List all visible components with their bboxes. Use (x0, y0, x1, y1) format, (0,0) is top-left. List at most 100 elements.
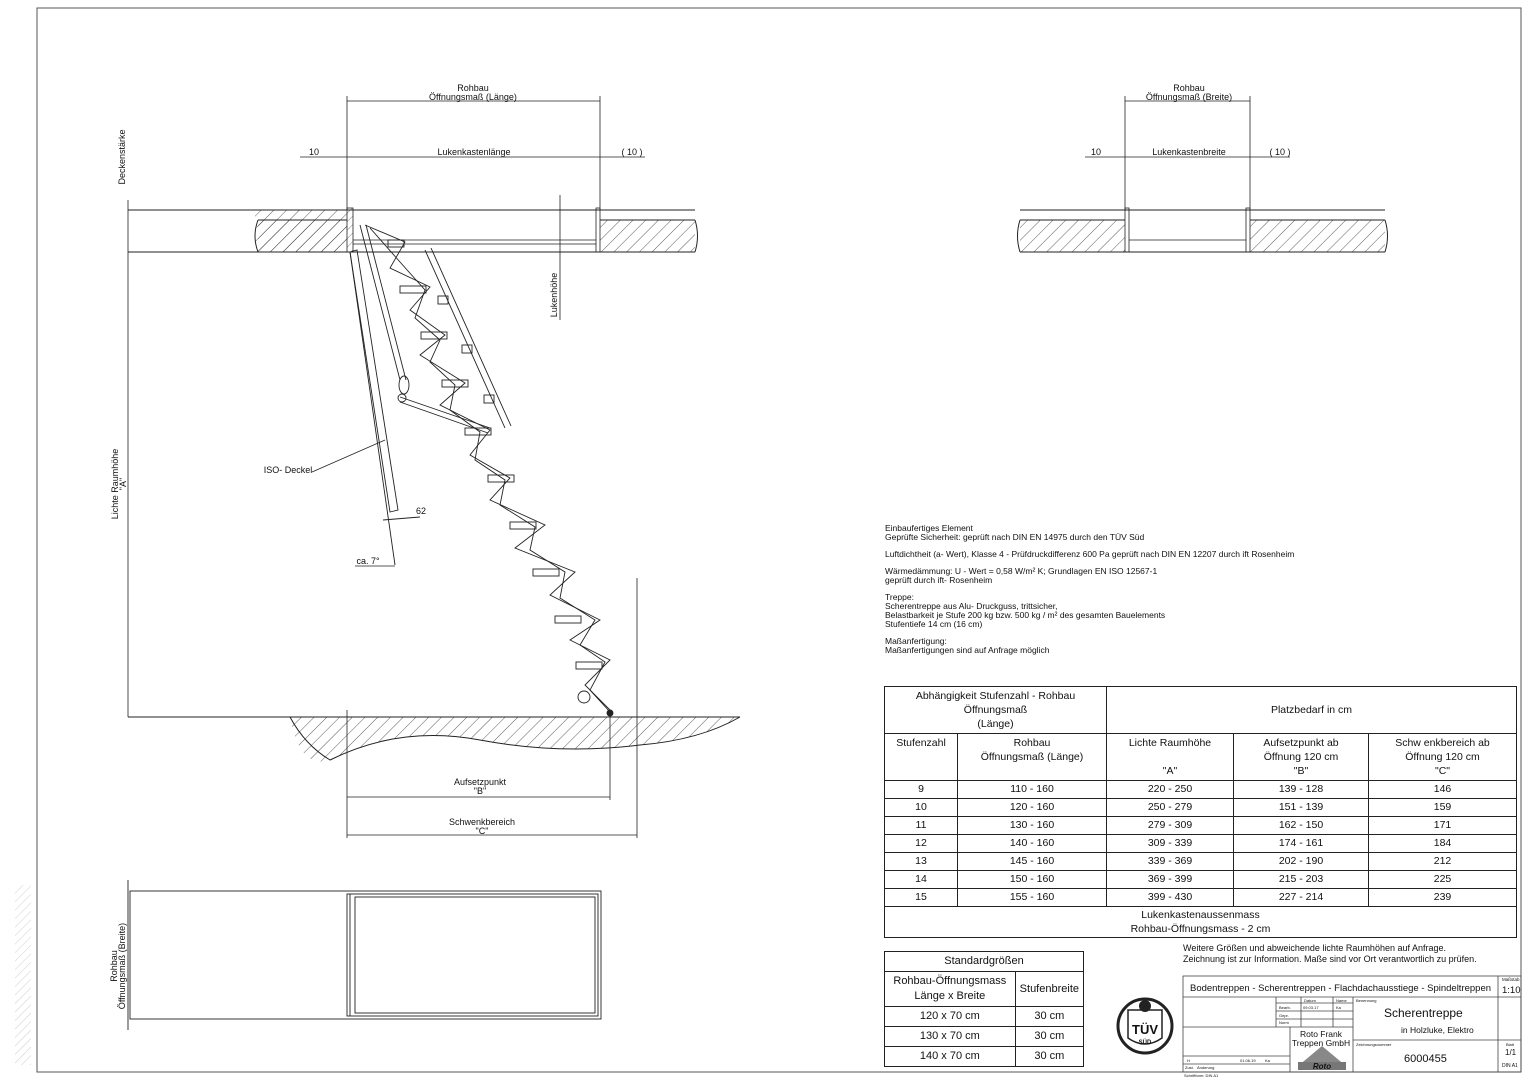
table-header: Rohbau Öffnungsmaß (Länge) (957, 733, 1107, 781)
tb-drawing-no: 6000455 (1404, 1053, 1447, 1065)
table-cell: 15 (884, 888, 958, 907)
tb-company: Roto Frank Treppen GmbH (1291, 1029, 1351, 1048)
standard-header-width: Stufenbreite (1014, 971, 1085, 1007)
table-cell: 130 - 160 (957, 816, 1107, 835)
label-lukenkastenbreite: Lukenkastenbreite (1152, 147, 1226, 157)
tb-scale: 1:10 (1502, 985, 1521, 996)
table-cell: 10 (884, 798, 958, 817)
table-cell: 155 - 160 (957, 888, 1107, 907)
label-ca-7: ca. 7° (356, 556, 380, 566)
label-lichte-raumhoehe-a: "A" (118, 478, 128, 490)
table-cell: 369 - 399 (1106, 870, 1234, 889)
plan-view: Rohbau Öffnungsmaß (Breite) (109, 880, 602, 1030)
note-safety: Einbaufertiges Element Geprüfte Sicherhe… (885, 523, 1145, 542)
tuv-text: TÜV (1132, 1022, 1158, 1037)
label-plan-oeffnungsmass: Öffnungsmaß (Breite) (117, 923, 127, 1009)
table-footer: Lukenkastenaussenmass Rohbau-Öffnungsmas… (884, 906, 1517, 938)
note-stair: Treppe: Scherentreppe aus Alu- Druckguss… (885, 592, 1166, 629)
tb-date-label: Datum (1304, 998, 1316, 1003)
dimension-rohbau-laenge: Rohbau Öffnungsmaß (Länge) 10 Lukenkaste… (300, 83, 645, 210)
table-cell: 9 (884, 780, 958, 799)
tb-categories: Bodentreppen - Scherentreppen - Flachdac… (1190, 983, 1492, 994)
table-cell: 120 x 70 cm (884, 1006, 1016, 1027)
label-schwenkbereich-c: "C" (476, 826, 489, 836)
table-cell: 399 - 430 (1106, 888, 1234, 907)
standard-sizes-table: Standardgrößen Rohbau-Öffnungsmass Länge… (884, 951, 1085, 1067)
label-oeffnungsmass-breite: Öffnungsmaß (Breite) (1146, 92, 1232, 102)
label-deckenstaerke: Deckenstärke (117, 129, 127, 184)
table-cell: 14 (884, 870, 958, 889)
table-cell: 309 - 339 (1106, 834, 1234, 853)
tb-product: Scherentreppe (1384, 1006, 1463, 1020)
table-header: Aufsetzpunkt ab Öffnung 120 cm "B" (1233, 733, 1369, 781)
tb-name-label: Name (1336, 998, 1347, 1003)
table-cell: 339 - 369 (1106, 852, 1234, 871)
table-cell: 110 - 160 (957, 780, 1107, 799)
tb-format: DIN A1 (1502, 1063, 1518, 1069)
table-cell: 171 (1368, 816, 1517, 835)
label-rohbau: Rohbau (457, 83, 489, 93)
table-cell: 227 - 214 (1233, 888, 1369, 907)
specification-notes: Einbaufertiges Element Geprüfte Sicherhe… (885, 524, 1505, 663)
table-cell: 202 - 190 (1233, 852, 1369, 871)
table-cell: 11 (884, 816, 958, 835)
info-line-2: Zeichnung ist zur Information. Maße sind… (1183, 954, 1477, 964)
dimension-vertical: Deckenstärke Lichte Raumhöhe "A" Lukenhö… (110, 129, 561, 717)
table-cell: 239 (1368, 888, 1517, 907)
table-cell: 150 - 160 (957, 870, 1107, 889)
note-airtightness: Luftdichtheit (a- Wert), Klasse 4 - Prüf… (885, 549, 1295, 559)
table-cell: 30 cm (1014, 1006, 1085, 1027)
label-ten-right: ( 10 ) (621, 147, 642, 157)
info-text: Weitere Größen und abweichende lichte Ra… (1183, 943, 1477, 965)
label-ten-left-2: 10 (1091, 147, 1101, 157)
table-cell: 130 x 70 cm (884, 1026, 1016, 1047)
title-block (1182, 975, 1522, 1073)
tb-bearb-label: Bearb. (1279, 1005, 1291, 1010)
label-iso-deckel: ISO- Deckel (264, 465, 313, 475)
tuv-sub: SÜD (1139, 1039, 1152, 1046)
tb-scale-label: Maßstab (1502, 977, 1520, 982)
sheet-frame (36, 7, 1522, 1073)
table-cell: 146 (1368, 780, 1517, 799)
tb-sheet: 1/1 (1505, 1048, 1517, 1057)
table-header: Lichte Raumhöhe "A" (1106, 733, 1234, 781)
tb-rev: H (1187, 1058, 1190, 1063)
roto-text: Roto (1313, 1062, 1331, 1071)
table-cell: 145 - 160 (957, 852, 1107, 871)
table-cell: 250 - 279 (1106, 798, 1234, 817)
table-cell: 212 (1368, 852, 1517, 871)
label-ten-left: 10 (309, 147, 319, 157)
floor-section (128, 716, 741, 762)
table-header: Schw enkbereich ab Öffnung 120 cm "C" (1368, 733, 1517, 781)
note-insulation: Wärmedämmung: U - Wert = 0,58 W/m² K; Gr… (885, 566, 1158, 585)
label-dim-62: 62 (416, 506, 426, 516)
table-cell: 140 x 70 cm (884, 1046, 1016, 1067)
ceiling-section-front: Rohbau Öffnungsmaß (Breite) 10 Lukenkast… (1017, 83, 1388, 253)
label-rohbau-breite: Rohbau (1173, 83, 1205, 93)
tb-zust-label: Zust. (1185, 1065, 1194, 1070)
tb-zust-name: Ka (1265, 1058, 1270, 1063)
dimension-bottom: Aufsetzpunkt "B" Schwenkbereich "C" (346, 578, 638, 838)
table-cell: 151 - 139 (1233, 798, 1369, 817)
table-cell: 139 - 128 (1233, 780, 1369, 799)
roto-logo: Roto (1298, 1046, 1346, 1071)
label-ten-right-2: ( 10 ) (1269, 147, 1290, 157)
lid-annotations: ISO- Deckel 62 ca. 7° (264, 439, 426, 567)
table-cell: 220 - 250 (1106, 780, 1234, 799)
table-cell: 13 (884, 852, 958, 871)
tb-blatt-label: Blatt (1506, 1042, 1515, 1047)
info-line-1: Weitere Größen und abweichende lichte Ra… (1183, 943, 1446, 953)
ceiling-section-side (128, 207, 698, 253)
tb-bearb-date: 09.03.17 (1303, 1005, 1319, 1010)
standard-title: Standardgrößen (884, 951, 1084, 972)
tb-zust-date: 01.06.19 (1240, 1058, 1256, 1063)
